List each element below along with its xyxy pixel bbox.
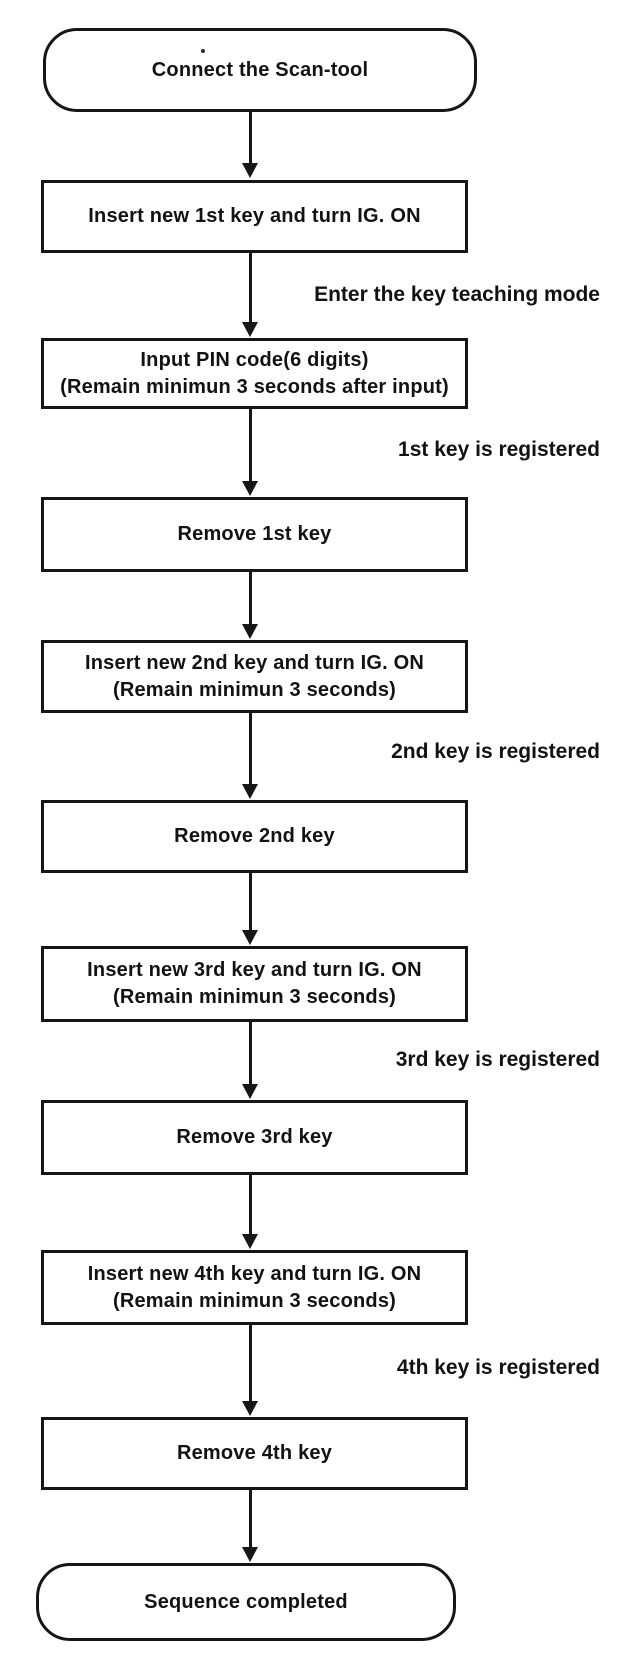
arrow-down-8 — [242, 1175, 258, 1249]
node-remove-1st-key-label: Remove 1st key — [177, 523, 332, 545]
arrow-down-1 — [242, 112, 258, 178]
node-insert-3rd-key-line2: (Remain minimun 3 seconds) — [112, 986, 397, 1008]
node-insert-4th-key-line1: Insert new 4th key and turn IG. ON — [87, 1262, 422, 1285]
annotation-4th-key-registered: 4th key is registered — [396, 1356, 600, 1379]
annotation-3rd-key-registered: 3rd key is registered — [395, 1048, 600, 1071]
arrow-shaft — [248, 409, 252, 481]
node-sequence-completed: Sequence completed — [36, 1563, 456, 1641]
annotation-enter-key-teaching-mode: Enter the key teaching mode — [314, 283, 600, 306]
arrow-shaft — [248, 1022, 252, 1084]
arrow-down-3 — [242, 409, 258, 496]
arrow-head-icon — [242, 784, 258, 799]
node-insert-1st-key-label: Insert new 1st key and turn IG. ON — [88, 205, 421, 227]
node-remove-3rd-key-label: Remove 3rd key — [176, 1126, 333, 1148]
node-input-pin-code: Input PIN code(6 digits) (Remain minimun… — [41, 338, 468, 409]
arrow-down-4 — [242, 572, 258, 639]
arrow-shaft — [248, 1325, 252, 1401]
node-insert-1st-key: Insert new 1st key and turn IG. ON — [41, 180, 468, 253]
arrow-head-icon — [242, 624, 258, 639]
arrow-head-icon — [242, 322, 258, 337]
arrow-head-icon — [242, 1234, 258, 1249]
arrow-down-10 — [242, 1490, 258, 1562]
arrow-shaft — [248, 713, 252, 784]
arrow-head-icon — [242, 1401, 258, 1416]
arrow-shaft — [248, 873, 252, 930]
scan-speck — [201, 49, 205, 53]
node-remove-1st-key: Remove 1st key — [41, 497, 468, 572]
node-input-pin-code-line1: Input PIN code(6 digits) — [140, 348, 369, 371]
arrow-shaft — [248, 112, 252, 163]
annotation-1st-key-registered: 1st key is registered — [398, 438, 600, 461]
node-insert-4th-key-line2: (Remain minimun 3 seconds) — [112, 1289, 397, 1312]
node-remove-2nd-key: Remove 2nd key — [41, 800, 468, 873]
node-insert-4th-key: Insert new 4th key and turn IG. ON (Rema… — [41, 1250, 468, 1325]
arrow-head-icon — [242, 1084, 258, 1099]
node-remove-4th-key-label: Remove 4th key — [176, 1442, 333, 1464]
node-insert-2nd-key: Insert new 2nd key and turn IG. ON (Rema… — [41, 640, 468, 713]
node-remove-2nd-key-label: Remove 2nd key — [174, 825, 335, 847]
arrow-head-icon — [242, 930, 258, 945]
node-connect-scan-tool-label: Connect the Scan-tool — [151, 58, 369, 81]
node-connect-scan-tool: Connect the Scan-tool — [43, 28, 477, 112]
node-remove-3rd-key: Remove 3rd key — [41, 1100, 468, 1175]
node-remove-4th-key: Remove 4th key — [41, 1417, 468, 1490]
node-insert-3rd-key-line1: Insert new 3rd key and turn IG. ON — [87, 959, 422, 981]
node-insert-2nd-key-line2: (Remain minimun 3 seconds) — [112, 678, 397, 701]
arrow-down-2 — [242, 253, 258, 337]
node-sequence-completed-label: Sequence completed — [144, 1590, 348, 1613]
arrow-shaft — [248, 1175, 252, 1234]
node-insert-2nd-key-line1: Insert new 2nd key and turn IG. ON — [84, 651, 425, 674]
arrow-head-icon — [242, 163, 258, 178]
arrow-shaft — [248, 1490, 252, 1547]
arrow-head-icon — [242, 1547, 258, 1562]
arrow-shaft — [248, 253, 252, 322]
arrow-down-9 — [242, 1325, 258, 1416]
arrow-down-7 — [242, 1022, 258, 1099]
annotation-2nd-key-registered: 2nd key is registered — [391, 740, 600, 763]
arrow-down-6 — [242, 873, 258, 945]
arrow-shaft — [248, 572, 252, 624]
node-input-pin-code-line2: (Remain minimun 3 seconds after input) — [60, 375, 449, 398]
arrow-down-5 — [242, 713, 258, 799]
arrow-head-icon — [242, 481, 258, 496]
node-insert-3rd-key: Insert new 3rd key and turn IG. ON (Rema… — [41, 946, 468, 1022]
